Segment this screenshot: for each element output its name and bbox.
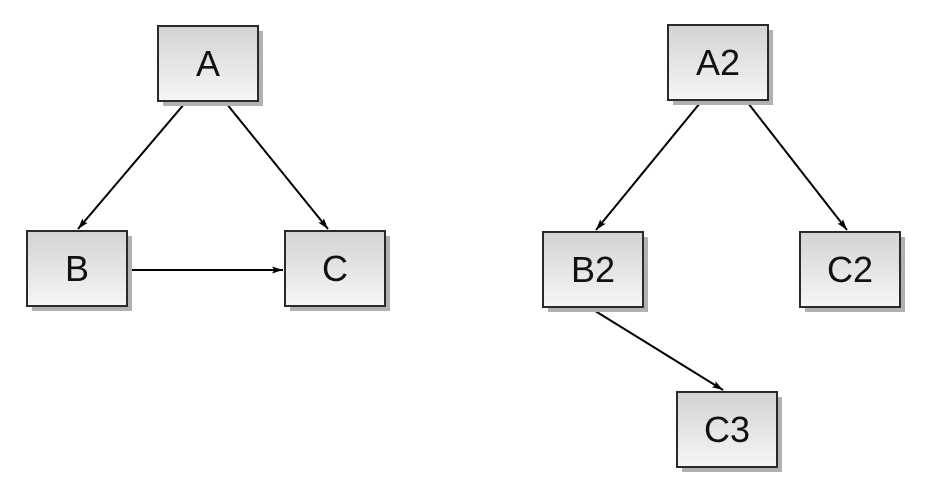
node-B[interactable]: B <box>26 230 132 311</box>
edge-A-to-B <box>77 102 186 230</box>
node-C[interactable]: C <box>284 230 390 311</box>
node-C-label: C <box>322 248 348 289</box>
edge-A-to-C <box>225 102 329 230</box>
edge-A2-to-C2 <box>747 102 848 231</box>
node-B-box <box>26 230 128 307</box>
node-C3-label: C3 <box>704 409 750 450</box>
node-C2[interactable]: C2 <box>799 231 905 312</box>
node-B-label: B <box>65 248 89 289</box>
node-C3-box <box>676 391 778 468</box>
node-A[interactable]: A <box>157 25 263 106</box>
node-B2-label: B2 <box>571 249 615 290</box>
edge-B2-to-C3 <box>591 308 724 391</box>
node-A2-box <box>667 24 769 101</box>
node-C3[interactable]: C3 <box>676 391 782 472</box>
node-C2-label: C2 <box>827 249 873 290</box>
node-B2-box <box>542 231 644 308</box>
node-A2[interactable]: A2 <box>667 24 773 105</box>
edge-A2-to-B2 <box>595 102 701 231</box>
node-A-label: A <box>196 43 220 84</box>
node-A-box <box>157 25 259 102</box>
node-A2-label: A2 <box>696 42 740 83</box>
node-C-box <box>284 230 386 307</box>
node-B2[interactable]: B2 <box>542 231 648 312</box>
node-C2-box <box>799 231 901 308</box>
